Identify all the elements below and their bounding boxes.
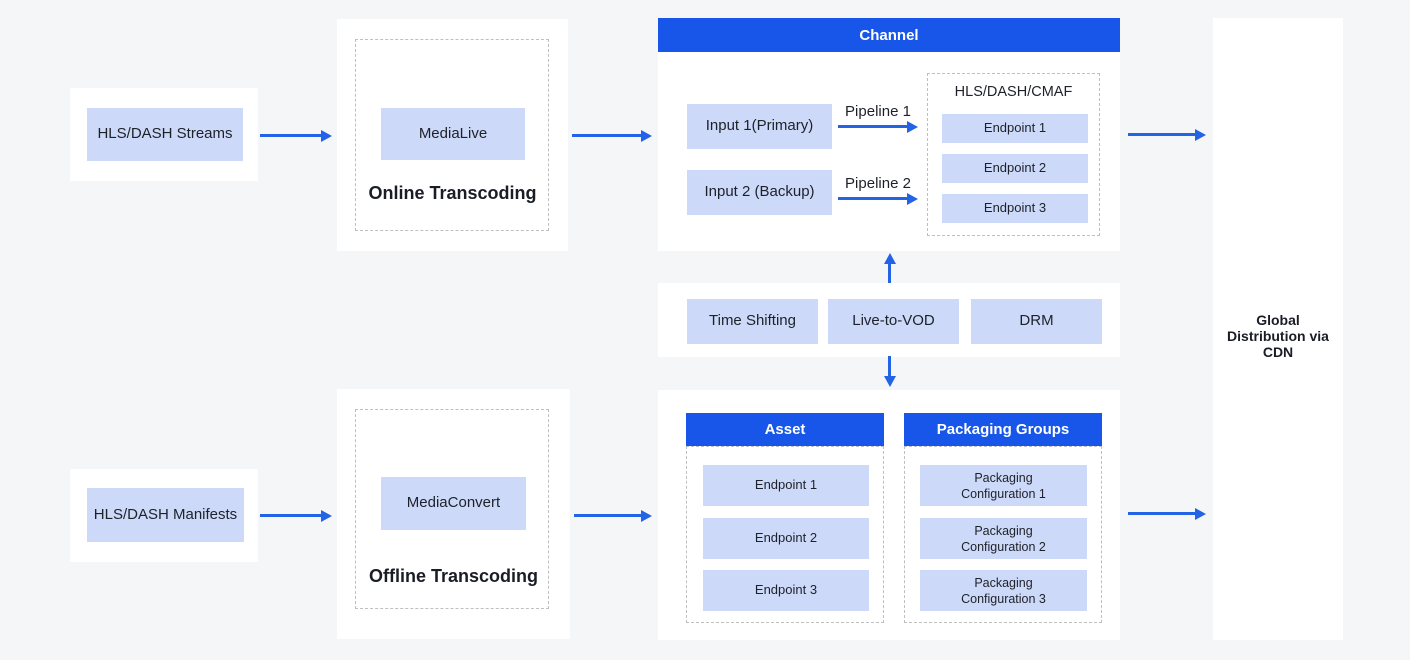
asset-endpoint-1: Endpoint 1 bbox=[703, 465, 869, 506]
channel-input-backup: Input 2 (Backup) bbox=[687, 170, 832, 215]
features-card: Time Shifting Live-to-VOD DRM bbox=[658, 283, 1120, 357]
online-transcoding-card: MediaLive Online Transcoding bbox=[337, 19, 568, 251]
arrow-streams-to-medialive bbox=[260, 134, 321, 137]
channel-endpoint-2: Endpoint 2 bbox=[942, 154, 1088, 183]
offline-transcoding-card: MediaConvert Offline Transcoding bbox=[337, 389, 570, 639]
asset-header: Asset bbox=[686, 413, 884, 446]
pipeline-2-arrow bbox=[838, 197, 907, 200]
arrow-packaging-to-cdn bbox=[1128, 512, 1195, 515]
offline-transcoding-caption: Offline Transcoding bbox=[368, 566, 538, 586]
channel-card: Channel Input 1(Primary) Input 2 (Backup… bbox=[658, 18, 1120, 251]
asset-endpoint-2: Endpoint 2 bbox=[703, 518, 869, 559]
asset-dashed-border: Endpoint 1 Endpoint 2 Endpoint 3 bbox=[686, 446, 884, 623]
pipeline-1-label: Pipeline 1 bbox=[845, 103, 911, 120]
arrow-features-to-channel bbox=[888, 264, 891, 283]
medialive-box: MediaLive bbox=[381, 108, 525, 160]
channel-header: Channel bbox=[658, 18, 1120, 52]
live-source-box: HLS/DASH Streams bbox=[87, 108, 243, 161]
packaging-configuration-2: Packaging Configuration 2 bbox=[920, 518, 1087, 559]
channel-endpoint-1: Endpoint 1 bbox=[942, 114, 1088, 143]
vod-source-box: HLS/DASH Manifests bbox=[87, 488, 244, 542]
pipeline-1-arrow bbox=[838, 125, 907, 128]
channel-input-primary: Input 1(Primary) bbox=[687, 104, 832, 149]
pipeline-2-label: Pipeline 2 bbox=[845, 175, 911, 192]
live-source-card: HLS/DASH Streams bbox=[70, 88, 258, 181]
arrow-medialive-to-channel bbox=[572, 134, 641, 137]
asset-endpoint-3: Endpoint 3 bbox=[703, 570, 869, 611]
cdn-card: Global Distribution via CDN bbox=[1213, 18, 1343, 640]
feature-live-to-vod: Live-to-VOD bbox=[828, 299, 959, 344]
online-transcoding-caption: Online Transcoding bbox=[368, 183, 537, 203]
arrow-features-to-packaging bbox=[888, 356, 891, 376]
vod-source-card: HLS/DASH Manifests bbox=[70, 469, 258, 562]
output-group-title: HLS/DASH/CMAF bbox=[954, 84, 1073, 100]
online-transcoding-dashed-border bbox=[355, 39, 549, 231]
vod-packaging-card: Asset Endpoint 1 Endpoint 2 Endpoint 3 P… bbox=[658, 390, 1120, 640]
packaging-groups-dashed-border: Packaging Configuration 1 Packaging Conf… bbox=[904, 446, 1102, 623]
arrow-mediaconvert-to-packaging bbox=[574, 514, 641, 517]
feature-time-shifting: Time Shifting bbox=[687, 299, 818, 344]
feature-drm: DRM bbox=[971, 299, 1102, 344]
packaging-groups-header: Packaging Groups bbox=[904, 413, 1102, 446]
offline-transcoding-dashed-border bbox=[355, 409, 549, 609]
mediaconvert-box: MediaConvert bbox=[381, 477, 526, 530]
packaging-configuration-1: Packaging Configuration 1 bbox=[920, 465, 1087, 506]
packaging-configuration-3: Packaging Configuration 3 bbox=[920, 570, 1087, 611]
arrow-manifests-to-mediaconvert bbox=[260, 514, 321, 517]
cdn-label: Global Distribution via CDN bbox=[1227, 312, 1329, 360]
channel-endpoint-3: Endpoint 3 bbox=[942, 194, 1088, 223]
output-group-dashed-border: HLS/DASH/CMAF Endpoint 1 Endpoint 2 Endp… bbox=[927, 73, 1100, 236]
arrow-channel-to-cdn bbox=[1128, 133, 1195, 136]
